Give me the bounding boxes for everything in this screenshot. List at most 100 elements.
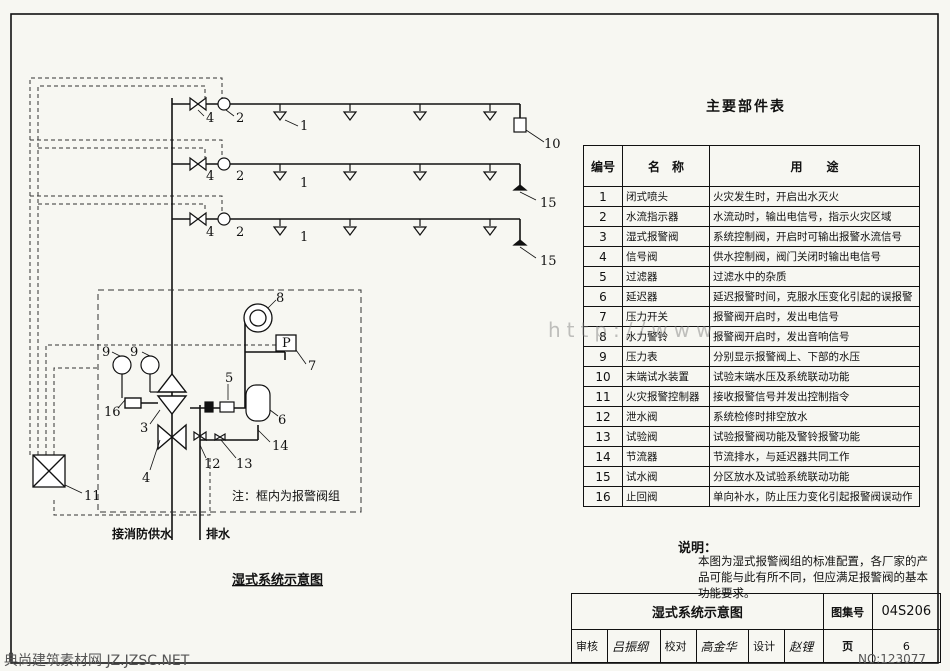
cell-name: 火灾报警控制器 xyxy=(622,386,710,407)
cell-name: 过滤器 xyxy=(622,266,710,287)
cell-no: 11 xyxy=(583,386,623,407)
callout-4: 4 xyxy=(206,111,214,126)
callout-10: 10 xyxy=(544,137,561,152)
atlas-label: 图集号 xyxy=(822,592,873,631)
cell-use: 分别显示报警阀上、下部的水压 xyxy=(709,346,920,367)
fire-alarm-controller xyxy=(32,454,66,488)
callout-1: 1 xyxy=(300,119,308,134)
cell-no: 3 xyxy=(583,226,623,247)
cell-name: 试验阀 xyxy=(622,426,710,447)
pressure-switch-label: P xyxy=(282,336,291,351)
callout-3: 3 xyxy=(140,421,148,436)
callout-5: 5 xyxy=(225,371,233,386)
callout-13: 13 xyxy=(236,457,253,472)
notes-title: 说明： xyxy=(678,541,718,556)
callout-numbers: 1 1 1 2 2 2 4 4 4 10 15 15 8 7 5 6 14 9 … xyxy=(84,111,561,504)
cell-name: 节流器 xyxy=(622,446,710,467)
review-signature: 吕振纲 xyxy=(607,629,661,663)
frame-note: 注：框内为报警阀组 xyxy=(232,488,340,503)
check-signature: 高金华 xyxy=(695,629,750,663)
cell-no: 1 xyxy=(583,186,623,207)
callout-7: 7 xyxy=(308,359,316,374)
callout-11: 11 xyxy=(84,489,101,504)
cell-name: 延迟器 xyxy=(622,286,710,307)
callout-9b: 9 xyxy=(130,345,138,360)
pressure-gauges xyxy=(112,355,160,398)
alarm-valve-group-frame xyxy=(97,289,362,513)
callout-2: 2 xyxy=(236,111,244,126)
cell-use: 延迟报警时间，克服水压变化引起的误报警 xyxy=(709,286,920,307)
water-gong-and-switch: P xyxy=(243,303,297,352)
cell-name: 压力表 xyxy=(622,346,710,367)
callout-12: 12 xyxy=(204,457,221,472)
cell-use: 火灾发生时，开启出水灭火 xyxy=(709,186,920,207)
header-no: 编号 xyxy=(583,145,623,187)
design-label: 设计 xyxy=(748,629,786,663)
callout-4d: 4 xyxy=(142,471,150,486)
piping xyxy=(171,98,521,540)
page-label: 页 xyxy=(822,629,873,663)
cell-no: 13 xyxy=(583,426,623,447)
cell-no: 5 xyxy=(583,266,623,287)
watermark-number: NO:123077 xyxy=(858,652,927,666)
watermark-url: http://www. xyxy=(548,318,729,342)
callout-leaders xyxy=(64,109,545,494)
callout-2b: 2 xyxy=(236,169,244,184)
sprinkler-heads xyxy=(272,104,498,236)
callout-15b: 15 xyxy=(540,254,557,269)
design-signature: 赵锂 xyxy=(784,629,824,663)
diagram-caption: 湿式系统示意图 xyxy=(232,572,323,588)
cell-use: 报警阀开启时，发出电信号 xyxy=(709,306,920,327)
signal-wiring xyxy=(29,77,285,516)
cell-name: 信号阀 xyxy=(622,246,710,267)
cell-use: 单向补水，防止压力变化引起报警阀误动作 xyxy=(709,486,920,507)
check-label: 校对 xyxy=(659,629,697,663)
callout-8: 8 xyxy=(276,291,284,306)
cell-no: 12 xyxy=(583,406,623,427)
page-number: 6 xyxy=(871,629,942,663)
cell-name: 止回阀 xyxy=(622,486,710,507)
cell-name: 泄水阀 xyxy=(622,406,710,427)
review-label: 审核 xyxy=(570,629,609,663)
title-block: 湿式系统示意图 图集号 04S206 审核 吕振纲 校对 高金华 设计 赵锂 页… xyxy=(570,592,942,663)
cell-use: 供水控制阀，阀门关闭时输出电信号 xyxy=(709,246,920,267)
supply-label: 接消防供水 xyxy=(112,526,173,541)
cell-use: 报警阀开启时，发出音响信号 xyxy=(709,326,920,347)
cell-no: 14 xyxy=(583,446,623,467)
watermark-site: 典尚建筑素材网 JZ.JZSC.NET xyxy=(4,653,190,669)
callout-2c: 2 xyxy=(236,225,244,240)
callout-1b: 1 xyxy=(300,176,308,191)
cell-no: 4 xyxy=(583,246,623,267)
cell-name: 湿式报警阀 xyxy=(622,226,710,247)
cell-use: 试验末端水压及系统联动功能 xyxy=(709,366,920,387)
callout-1c: 1 xyxy=(300,230,308,245)
cell-use: 水流动时，输出电信号，指示火灾区域 xyxy=(709,206,920,227)
cell-name: 水流指示器 xyxy=(622,206,710,227)
callout-9: 9 xyxy=(102,345,110,360)
cell-use: 系统检修时排空放水 xyxy=(709,406,920,427)
atlas-number: 04S206 xyxy=(871,592,942,631)
cell-use: 过滤水中的杂质 xyxy=(709,266,920,287)
cell-use: 试验报警阀功能及警铃报警功能 xyxy=(709,426,920,447)
cell-no: 10 xyxy=(583,366,623,387)
cell-no: 15 xyxy=(583,466,623,487)
callout-4c: 4 xyxy=(206,225,214,240)
callout-16: 16 xyxy=(104,405,121,420)
cell-use: 分区放水及试验系统联动功能 xyxy=(709,466,920,487)
drain-label: 排水 xyxy=(206,526,231,541)
